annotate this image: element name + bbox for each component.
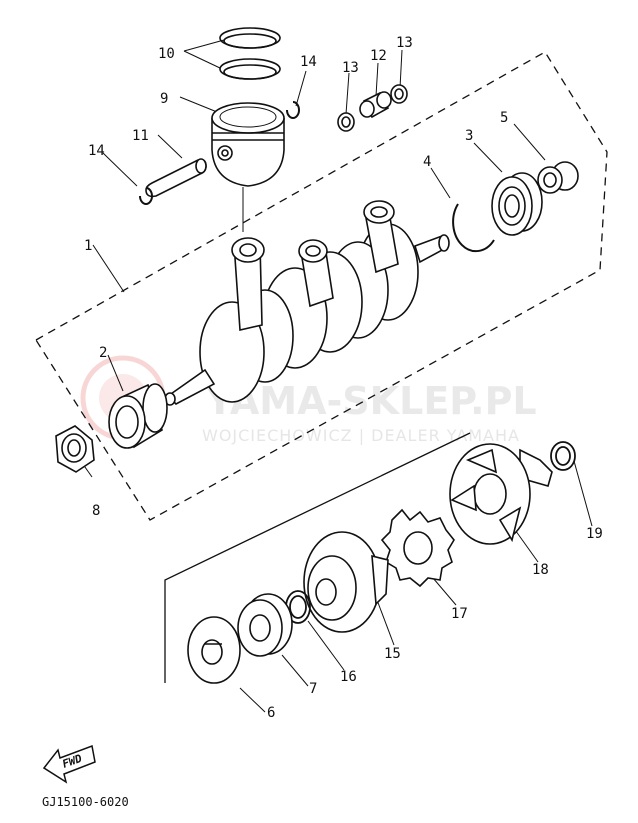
label-part-5: 5 <box>500 110 508 126</box>
label-part-7: 7 <box>309 681 317 697</box>
part-14-circlips <box>139 101 300 205</box>
label-part-17: 17 <box>451 606 468 622</box>
watermark-brand: YAMA-SKLEP.PL <box>205 379 537 423</box>
leader-lines <box>79 39 593 713</box>
pump-group-bracket <box>164 432 471 683</box>
part-6-collar <box>187 616 241 684</box>
label-part-13-a: 13 <box>342 60 359 76</box>
part-4-circlip-ring <box>452 203 495 253</box>
watermark-subtitle: WOJCIECHOWICZ | DEALER YAMAHA <box>202 426 520 445</box>
part-3-bearing <box>491 172 543 236</box>
part-17-damper <box>380 508 455 588</box>
label-part-2: 2 <box>99 345 107 361</box>
part-13-washers <box>337 84 408 132</box>
label-part-15: 15 <box>384 646 401 662</box>
label-part-11: 11 <box>132 128 149 144</box>
label-part-6: 6 <box>267 705 275 721</box>
part-10-piston-rings <box>219 27 281 80</box>
label-part-19: 19 <box>586 526 603 542</box>
part-11-piston-pin <box>145 158 207 198</box>
watermark: YAMA-SKLEP.PL WOJCIECHOWICZ | DEALER YAM… <box>80 355 537 445</box>
label-part-18: 18 <box>532 562 549 578</box>
crankshaft-group-outline <box>35 51 608 521</box>
part-2-main-bearing <box>108 383 168 449</box>
label-part-10: 10 <box>158 46 175 62</box>
part-12-needle-bearing <box>359 91 392 119</box>
label-part-1: 1 <box>84 238 92 254</box>
fwd-arrow: FWD <box>42 744 96 784</box>
part-labels: 1 2 3 4 5 6 7 8 9 10 11 12 13 13 14 14 1… <box>84 35 603 721</box>
label-part-16: 16 <box>340 669 357 685</box>
part-19-ring <box>550 441 576 471</box>
part-1-crankshaft <box>164 200 450 406</box>
part-18-coupling <box>449 443 553 545</box>
label-part-4: 4 <box>423 154 431 170</box>
label-part-13-b: 13 <box>396 35 413 51</box>
part-15-housing <box>303 531 389 633</box>
label-part-3: 3 <box>465 128 473 144</box>
label-part-8: 8 <box>92 503 100 519</box>
part-7-spacer <box>237 593 293 657</box>
label-part-9: 9 <box>160 91 168 107</box>
drawing-code: GJ15100-6020 <box>42 795 129 809</box>
part-9-piston <box>211 102 285 187</box>
label-part-14-b: 14 <box>300 54 317 70</box>
part-8-nut <box>55 425 95 473</box>
part-5-oil-seal <box>537 161 579 194</box>
label-part-12: 12 <box>370 48 387 64</box>
label-part-14-a: 14 <box>88 143 105 159</box>
